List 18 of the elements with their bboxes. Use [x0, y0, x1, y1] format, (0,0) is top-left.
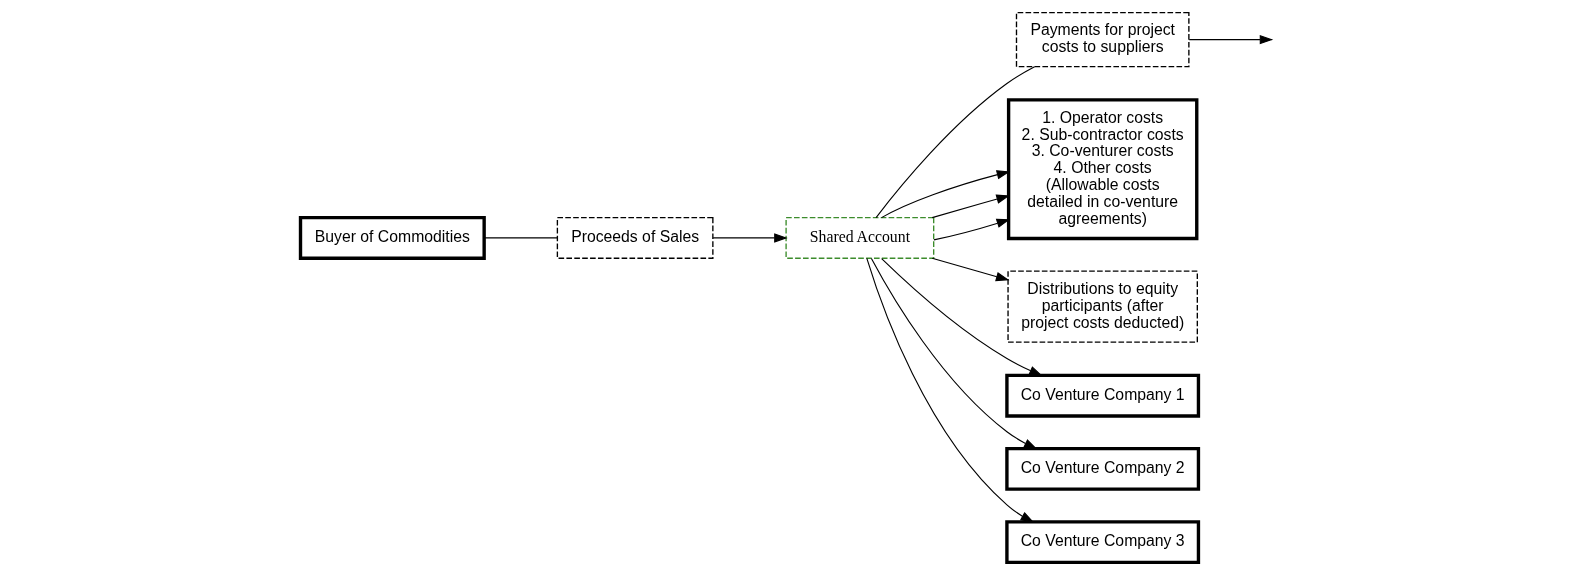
connector [875, 66, 1036, 219]
node-box: Co Venture Company 3 [1005, 520, 1201, 565]
node-box: Co Venture Company 2 [1005, 446, 1201, 491]
arrow [1188, 34, 1274, 45]
node-box: 1. Operator costs 2. Sub-contractor costs 3. Co-venturer costs 4. Other costs (Allowable costs detailed in co-venture agreements) [1006, 98, 1199, 241]
node-box: Payments for project costs to suppliers [1015, 11, 1190, 68]
node-box: Shared Account [785, 216, 935, 259]
arrow [866, 257, 1035, 523]
node-box: Distributions to equity participants (after project costs deducted) [1007, 270, 1198, 343]
arrow [881, 258, 1043, 376]
arrow [931, 257, 1010, 282]
node-box: Proceeds of Sales [556, 216, 714, 259]
arrow [870, 257, 1038, 450]
node-box: Co Venture Company 1 [1005, 373, 1201, 418]
node-box: Buyer of Commodities [298, 215, 486, 260]
connector [483, 237, 558, 239]
arrow [712, 233, 788, 243]
arrow [931, 194, 1010, 219]
